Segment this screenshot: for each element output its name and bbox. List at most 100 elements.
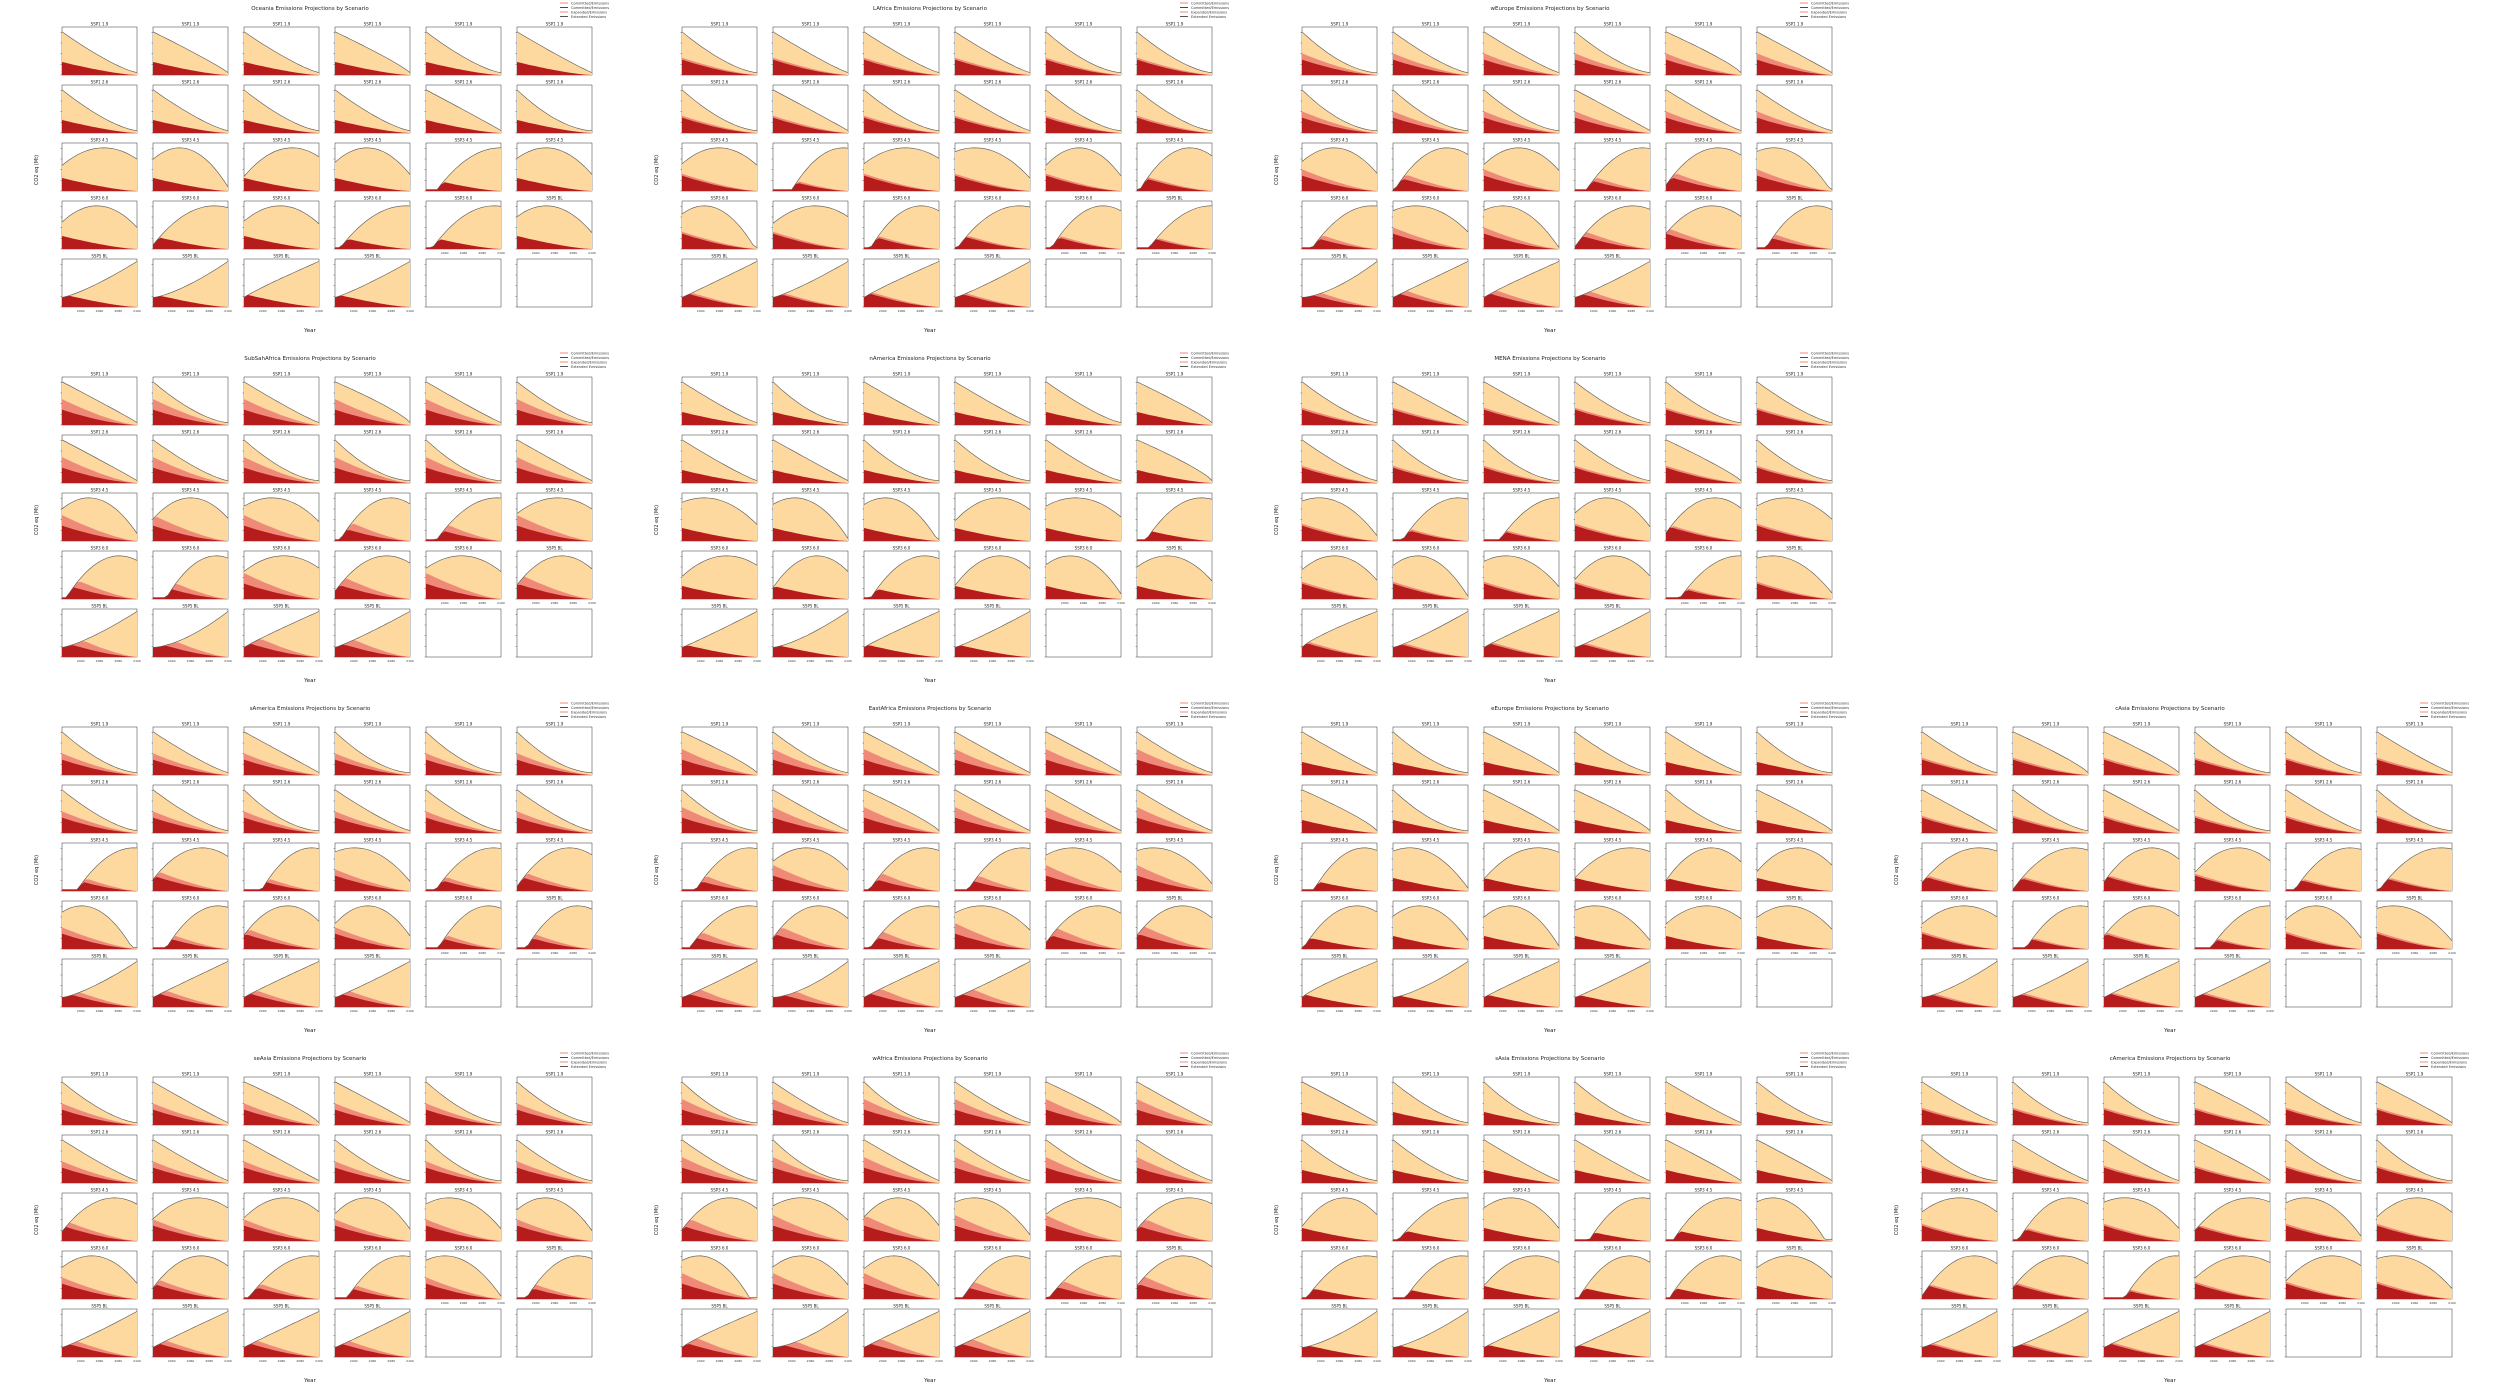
total-line [1302, 847, 1378, 890]
total-line [863, 1139, 940, 1181]
chart-figure: Oceania Emissions Projections by Scenari… [0, 0, 620, 335]
total-line [1301, 1081, 1378, 1123]
subplot-title: SSP1 1.9 [802, 372, 820, 377]
total-line [152, 205, 229, 246]
subplot: SSP1 1.9 [333, 372, 411, 426]
total-line [2194, 789, 2271, 831]
committed-area [1302, 1228, 1377, 1241]
subplot: SSP1 2.6 [242, 430, 320, 484]
committed-area [244, 1109, 319, 1125]
subplot: SSP1 1.9 [2284, 722, 2362, 776]
subplot-title: SSP3 6.0 [893, 196, 911, 201]
committed-area [682, 412, 757, 425]
committed-area [682, 1344, 757, 1357]
subplot: SSP1 1.9 [1044, 1072, 1122, 1126]
subplot-title: SSP3 6.0 [1513, 196, 1531, 201]
total-line [772, 731, 849, 773]
subplot: SSP3 4.5 [953, 838, 1031, 892]
expanded-area [153, 147, 228, 191]
total-line [1046, 205, 1122, 248]
total-line [62, 847, 138, 890]
x-tick-label: 2040 [532, 1301, 540, 1305]
committed-area [517, 409, 592, 425]
total-line [1483, 1081, 1560, 1123]
subplot-title: SSP3 6.0 [893, 896, 911, 901]
total-line [1665, 731, 1742, 773]
total-line [1483, 205, 1560, 248]
committed-area [153, 759, 228, 775]
expanded-area [955, 847, 1030, 891]
x-tick-label: 2080 [1536, 1009, 1544, 1013]
subplot-title: SSP1 1.9 [91, 22, 109, 27]
total-line [516, 205, 593, 233]
subplot-title: SSP1 1.9 [91, 372, 109, 377]
subplot-title: SSP3 6.0 [1695, 546, 1713, 551]
chart-legend: Committed/EmissionsCommitted/EmissionsEx… [1180, 352, 1229, 369]
subplot: SSP1 2.6 [1573, 1130, 1651, 1184]
subplot-title: SSP3 4.5 [1695, 138, 1713, 143]
subplot-title: SSP3 6.0 [364, 196, 382, 201]
total-line [1136, 439, 1213, 481]
subplot-title: SSP1 2.6 [455, 1130, 473, 1135]
committed-area [1302, 409, 1377, 425]
expanded-area [1757, 905, 1832, 949]
subplot-title: SSP3 4.5 [273, 488, 291, 493]
subplot-title: SSP1 1.9 [984, 722, 1002, 727]
y-axis-label: CO2 eq (Mt) [34, 155, 40, 185]
x-tick-label: 2060 [551, 951, 559, 955]
subplot-title: SSP3 4.5 [2042, 838, 2060, 843]
x-tick-label: 2040 [168, 309, 176, 313]
subplot-title: SSP3 4.5 [1513, 838, 1531, 843]
expanded-area [1757, 789, 1832, 833]
subplot-title: SSP1 2.6 [364, 430, 382, 435]
x-tick-label: 2080 [1809, 951, 1817, 955]
subplot-title: SSP1 2.6 [182, 430, 200, 435]
x-tick-label: 2040 [970, 1009, 978, 1013]
expanded-area [244, 31, 319, 75]
total-line [772, 1081, 849, 1123]
x-tick-label: 2100 [1646, 1009, 1654, 1013]
total-line [1665, 1081, 1742, 1123]
expanded-area [1302, 789, 1377, 833]
x-tick-label: 2080 [1098, 601, 1106, 605]
x-tick-label: 2060 [187, 1009, 195, 1013]
total-line [954, 89, 1031, 131]
x-tick-label: 2040 [970, 659, 978, 663]
total-line [681, 1139, 758, 1181]
subplot-title: SSP1 2.6 [1951, 780, 1969, 785]
total-line [1302, 205, 1378, 248]
x-tick-label: 2040 [77, 309, 85, 313]
x-tick-label: 2040 [77, 1009, 85, 1013]
subplot-title: SSP3 4.5 [1786, 138, 1804, 143]
committed-area [2195, 817, 2270, 833]
committed-area [2013, 817, 2088, 833]
subplot-title: SSP3 4.5 [273, 1188, 291, 1193]
committed-area [335, 1225, 410, 1241]
subplot-title: SSP5 BL [546, 196, 563, 201]
total-line [425, 1255, 502, 1297]
committed-area [1757, 762, 1832, 775]
subplot-title: SSP3 4.5 [2406, 838, 2424, 843]
subplot: SSP1 1.9 [771, 722, 849, 776]
total-line [1136, 1197, 1213, 1229]
committed-area [1393, 59, 1468, 75]
total-line [1483, 789, 1560, 831]
expanded-area [426, 205, 501, 249]
subplot-title: SSP3 4.5 [91, 138, 109, 143]
subplot-title: SSP1 2.6 [1513, 780, 1531, 785]
total-line [61, 381, 138, 423]
committed-area [1393, 294, 1468, 307]
subplot-title: SSP1 1.9 [893, 22, 911, 27]
subplot: SSP1 2.6 [242, 1130, 320, 1184]
subplot-title: SSP1 1.9 [1166, 372, 1184, 377]
x-tick-label: 2100 [753, 659, 761, 663]
x-tick-label: 2080 [387, 1009, 395, 1013]
x-tick-label: 2080 [296, 1009, 304, 1013]
committed-area [1046, 1225, 1121, 1241]
subplot-frame [2285, 958, 2362, 1008]
subplot: SSP1 2.6 [1482, 780, 1560, 834]
subplot-title: SSP1 2.6 [273, 80, 291, 85]
committed-area [1393, 117, 1468, 133]
total-line [334, 439, 411, 481]
